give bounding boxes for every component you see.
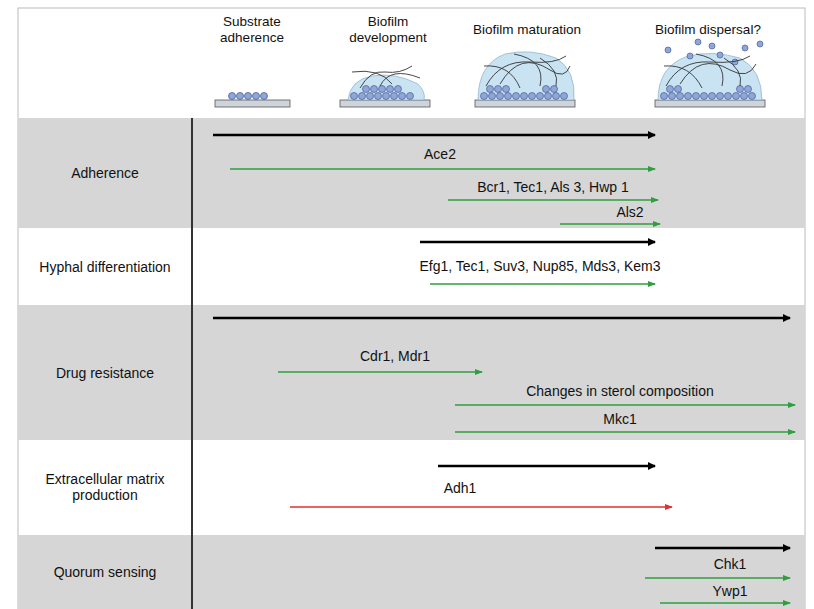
gene-label: Cdr1, Mdr1 bbox=[360, 348, 430, 364]
frame bbox=[18, 8, 805, 609]
stage-label: Biofilm dispersal? bbox=[653, 22, 763, 38]
row-band: Quorum sensing Chk1Ywp1 bbox=[18, 535, 805, 609]
row-heading: Extracellular matrix production bbox=[24, 471, 186, 505]
gene-label: Ywp1 bbox=[712, 583, 747, 599]
column-divider bbox=[191, 118, 193, 609]
row-band: Adherence Ace2Bcr1, Tec1, Als 3, Hwp 1 Als… bbox=[18, 118, 805, 228]
row-heading: Quorum sensing bbox=[24, 564, 186, 581]
stage-label: Biofilm development bbox=[333, 14, 443, 45]
gene-label: Ace2 bbox=[424, 146, 456, 162]
stage-label: Substrate adherence bbox=[197, 14, 307, 45]
gene-label: Als2 bbox=[616, 204, 643, 220]
stage-illustrations bbox=[215, 39, 765, 107]
band-fill bbox=[18, 118, 805, 228]
row-heading: Adherence bbox=[24, 165, 186, 182]
timeline-arrows bbox=[213, 135, 795, 603]
row-band: Extracellular matrix production Adh1 bbox=[18, 440, 805, 535]
gene-label: Changes in sterol composition bbox=[526, 383, 714, 399]
gene-label: Chk1 bbox=[714, 556, 747, 572]
gene-label: Mkc1 bbox=[603, 411, 636, 427]
band-fill bbox=[18, 305, 805, 440]
gene-label: Bcr1, Tec1, Als 3, Hwp 1 bbox=[477, 179, 628, 195]
gene-label: Adh1 bbox=[444, 480, 477, 496]
band-fill bbox=[18, 535, 805, 609]
stage-label: Biofilm maturation bbox=[472, 22, 582, 38]
row-heading: Drug resistance bbox=[24, 364, 186, 381]
row-band: Drug resistance Cdr1, Mdr1Changes in ster… bbox=[18, 305, 805, 440]
row-band: Hyphal differentiation Efg1, Tec1, Suv3, … bbox=[18, 228, 805, 305]
gene-label: Efg1, Tec1, Suv3, Nup85, Mds3, Kem3 bbox=[420, 258, 661, 274]
row-heading: Hyphal differentiation bbox=[24, 258, 186, 275]
